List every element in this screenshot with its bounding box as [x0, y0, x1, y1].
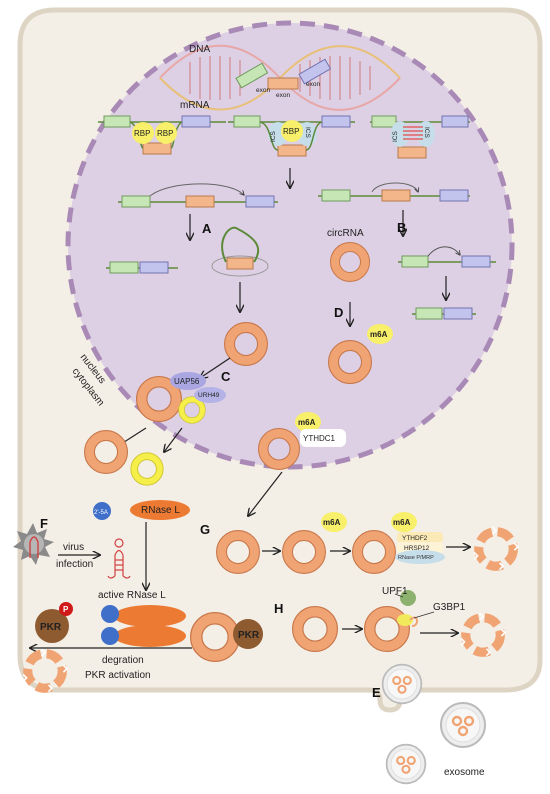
infection-label: infection	[56, 559, 93, 570]
g3bp1-label: G3BP1	[433, 602, 466, 613]
rbp-2: RBP	[283, 127, 299, 136]
ythdc1-box	[300, 429, 346, 447]
pkr-activation-label: PKR activation	[85, 670, 151, 681]
exon-blocks	[235, 58, 332, 90]
g3bp1-loop	[409, 616, 418, 627]
panel-h: H	[274, 601, 283, 616]
pkr-right-protein	[233, 619, 263, 649]
ythdc1-label: YTHDC1	[303, 434, 336, 443]
rnase-l-protein	[130, 500, 190, 520]
hrsp12-label: HRSP12	[404, 545, 430, 552]
m6a-tag-g2	[391, 512, 417, 532]
exon-middle	[267, 77, 299, 90]
virus-icon	[13, 523, 54, 565]
ythdf2-label: YTHDF2	[402, 535, 428, 542]
panel-b: B	[397, 220, 406, 235]
exon-mid-label: exon	[276, 92, 290, 99]
lariat	[211, 226, 269, 277]
panel-g: G	[200, 522, 210, 537]
pkr-right-label: PKR	[238, 630, 260, 641]
m6a-tag-g1	[321, 512, 347, 532]
ythdf2-box	[397, 532, 443, 543]
panel-a: A	[202, 221, 212, 236]
uap56-protein	[170, 372, 206, 390]
uap56-label: UAP56	[174, 377, 200, 386]
panel-c: C	[221, 369, 231, 384]
m6a-g2: m6A	[393, 518, 411, 527]
ics-3b: ICS	[423, 127, 430, 139]
two-five-a-icon	[93, 502, 111, 520]
m6a-ythdc1: m6A	[298, 418, 316, 427]
urh49-label: URH49	[198, 392, 220, 399]
dsrna-icon	[107, 538, 131, 579]
arrow-urh49-export	[164, 427, 183, 452]
nucleus-envelope	[65, 20, 515, 470]
exon-right	[298, 58, 332, 85]
circrna-label: circRNA	[327, 228, 364, 239]
dna-label: DNA	[189, 44, 210, 55]
urh49-protein	[194, 387, 226, 403]
upf1-protein	[400, 590, 416, 606]
rbp-1a: RBP	[134, 129, 150, 138]
exon-left-label: exon	[256, 87, 270, 94]
exosome-budding	[381, 663, 423, 705]
rnase-l-label: RNase L	[141, 505, 180, 516]
exon-right-label: exon	[306, 81, 320, 88]
exon-skipping-right	[398, 246, 496, 268]
rnase-pmrp-label: RNase P/MRP	[398, 555, 434, 561]
m6a-d: m6A	[370, 330, 388, 339]
m6a-g1: m6A	[323, 518, 341, 527]
p-label: P	[63, 605, 69, 614]
ics-2a: ICS	[270, 131, 277, 143]
arrow-c	[200, 357, 231, 378]
g3bp1-protein	[397, 614, 413, 626]
ics-rbp-complex	[228, 115, 355, 157]
ics-3a: ICS	[392, 131, 399, 143]
degration-label: degration	[102, 655, 144, 666]
exosome-label: exosome	[444, 767, 485, 778]
phospho-icon	[59, 602, 73, 616]
virus-label: virus	[63, 542, 84, 553]
rbp-1b: RBP	[157, 129, 173, 138]
pkr-left-label: PKR	[40, 622, 62, 633]
panel-e: E	[372, 685, 381, 700]
upf1-label: UPF1	[382, 586, 408, 597]
active-rnase-l-complex	[101, 605, 186, 647]
back-splice-left	[118, 183, 278, 208]
two-five-a-label: 2'-5A	[94, 510, 108, 516]
back-splice-right	[318, 182, 470, 202]
m6a-tag-d	[367, 324, 393, 344]
linear-mrna-b	[412, 307, 476, 320]
g3bp1-pointer	[413, 611, 435, 619]
exosome-released-1	[439, 701, 487, 749]
rnase-pmrp-protein	[395, 550, 445, 564]
pkr-left-protein	[35, 609, 69, 643]
ics-stem-complex	[370, 115, 470, 159]
exosome-released-2	[385, 743, 427, 785]
panel-f: F	[40, 516, 48, 531]
ics-2b: ICS	[304, 127, 311, 139]
upf1-pointer	[394, 593, 404, 598]
m6a-tag-ythdc1	[295, 412, 321, 432]
linear-mrna-a	[106, 261, 178, 274]
panel-d: D	[334, 305, 343, 320]
exon-left	[235, 62, 269, 89]
hrsp12-box	[397, 542, 443, 553]
mrna-label: mRNA	[180, 100, 210, 111]
arrow-to-g	[248, 471, 283, 516]
active-rnase-l-label: active RNase L	[98, 590, 166, 601]
rbp-complex	[98, 115, 226, 155]
